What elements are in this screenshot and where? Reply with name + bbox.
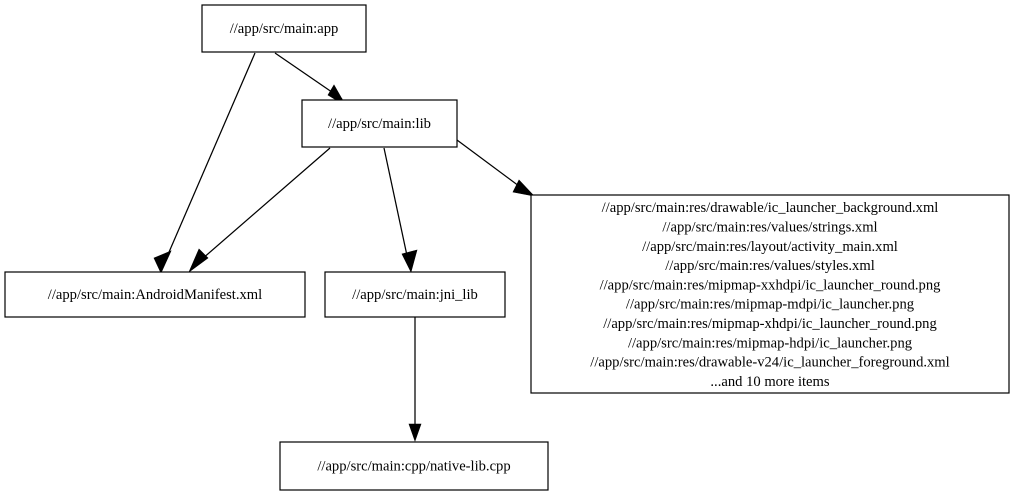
node-jni-lib-box[interactable] [324,271,506,318]
edge-lib-to-manifest-line [193,147,331,267]
edge-jni-to-native [408,317,422,442]
edge-lib-to-jni-arrowhead-icon [401,249,418,273]
node-resources-group-label-line-0: //app/src/main:res/drawable/ic_launcher_… [602,200,939,216]
node-resources-group-label-line-7: //app/src/main:res/mipmap-hdpi/ic_launch… [628,335,913,351]
node-jni-lib[interactable]: //app/src/main:jni_lib [324,271,506,318]
edge-lib-to-manifest-arrowhead-icon [188,248,209,273]
node-android-manifest[interactable]: //app/src/main:AndroidManifest.xml [4,271,306,318]
node-lib[interactable]: //app/src/main:lib [301,99,458,148]
node-jni-lib-label: //app/src/main:jni_lib [352,287,478,303]
edge-lib-to-res [456,139,535,197]
node-app[interactable]: //app/src/main:app [201,4,367,53]
node-resources-group-label-line-9: ...and 10 more items [710,374,829,390]
nodes-layer: //app/src/main:app //app/src/main:lib //ap… [4,4,1010,491]
edges-layer [153,52,535,442]
node-android-manifest-box[interactable] [4,271,306,318]
node-resources-group[interactable]: //app/src/main:res/drawable/ic_launcher_… [530,194,1010,394]
node-native-lib-cpp-label: //app/src/main:cpp/native-lib.cpp [317,458,510,474]
node-native-lib-cpp[interactable]: //app/src/main:cpp/native-lib.cpp [279,441,549,491]
edge-app-to-manifest-line [162,52,256,267]
node-resources-group-box[interactable] [530,194,1010,394]
node-resources-group-label-line-4: //app/src/main:res/mipmap-xxhdpi/ic_laun… [600,277,942,293]
edge-app-to-manifest [153,52,256,274]
edge-lib-to-jni [383,147,418,273]
node-lib-label: //app/src/main:lib [328,116,431,132]
node-app-label: //app/src/main:app [230,21,339,37]
node-resources-group-label: //app/src/main:res/drawable/ic_launcher_… [590,200,949,390]
node-resources-group-label-line-2: //app/src/main:res/layout/activity_main.… [642,239,898,255]
node-app-box[interactable] [201,4,367,53]
node-resources-group-label-line-5: //app/src/main:res/mipmap-mdpi/ic_launch… [626,297,915,313]
node-lib-box[interactable] [301,99,458,148]
node-resources-group-label-line-8: //app/src/main:res/drawable-v24/ic_launc… [590,355,949,371]
edge-app-to-manifest-arrowhead-icon [153,250,172,274]
edge-lib-to-jni-line [383,147,410,266]
edge-lib-to-manifest [188,147,331,273]
edge-lib-to-res-line [456,139,528,193]
node-android-manifest-label: //app/src/main:AndroidManifest.xml [48,287,262,303]
edge-lib-to-res-arrowhead-icon [512,179,535,197]
edge-app-to-lib [274,52,347,107]
node-resources-group-label-line-1: //app/src/main:res/values/strings.xml [662,219,877,235]
node-resources-group-label-line-6: //app/src/main:res/mipmap-xhdpi/ic_launc… [603,316,937,332]
node-resources-group-label-line-3: //app/src/main:res/values/styles.xml [665,258,875,274]
edge-jni-to-native-arrowhead-icon [408,423,422,442]
node-native-lib-cpp-box[interactable] [279,441,549,491]
